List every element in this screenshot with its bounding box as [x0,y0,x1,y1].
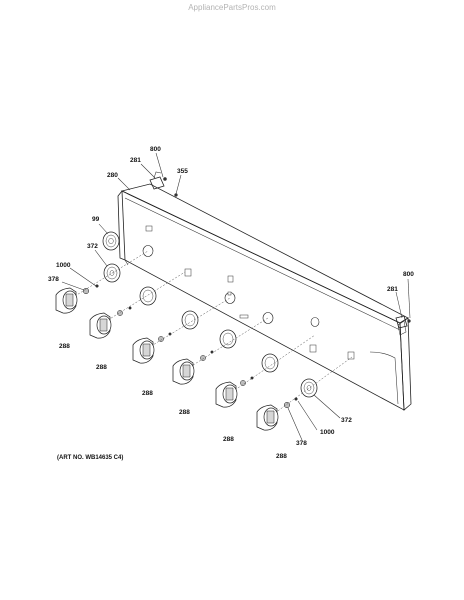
callout-labels: 800 281 355 280 99 372 1000 378 288 288 … [48,146,414,460]
callout-288-c: 288 [142,390,153,397]
callout-1000-left: 1000 [56,262,71,269]
bezel-ring-4 [219,329,237,349]
panel-holes [142,225,355,360]
callout-281-top: 281 [130,157,141,164]
igniter-ring-99 [102,231,120,251]
control-knob-4 [172,358,195,385]
callout-378-left: 378 [48,276,59,283]
callout-800-top: 800 [150,146,161,153]
callout-355: 355 [177,168,188,175]
callout-288-e: 288 [223,436,234,443]
control-knob-5 [215,381,238,408]
backsplash-panel [117,183,412,411]
watermark-text: AppliancePartsPros.com [188,3,276,12]
callout-99: 99 [92,216,100,223]
callout-288-d: 288 [179,409,190,416]
control-knob-3 [132,337,155,364]
control-knob-1 [55,287,78,314]
callout-1000-right: 1000 [320,429,335,436]
control-knob-6 [256,404,279,431]
callout-372-right: 372 [341,417,352,424]
callout-288-a: 288 [59,343,70,350]
callout-288-f: 288 [276,453,287,460]
callout-372-left: 372 [87,243,98,250]
control-knob-2 [89,312,112,339]
nuts-and-clips [82,284,298,409]
bezel-ring-right [300,378,318,398]
callout-378-right: 378 [296,440,307,447]
callout-288-b: 288 [96,364,107,371]
leader-lines [61,152,411,441]
callout-800-right: 800 [403,271,414,278]
callout-280: 280 [107,172,118,179]
art-number: (ART NO. WB14635 C4) [57,455,124,461]
callout-281-right: 281 [387,286,398,293]
bezel-ring-3 [181,310,199,330]
bezel-ring-2 [139,286,157,306]
right-bracket [395,315,411,329]
top-bracket [149,171,167,190]
assembly-lines [74,250,353,414]
bezel-ring-5 [261,353,279,373]
